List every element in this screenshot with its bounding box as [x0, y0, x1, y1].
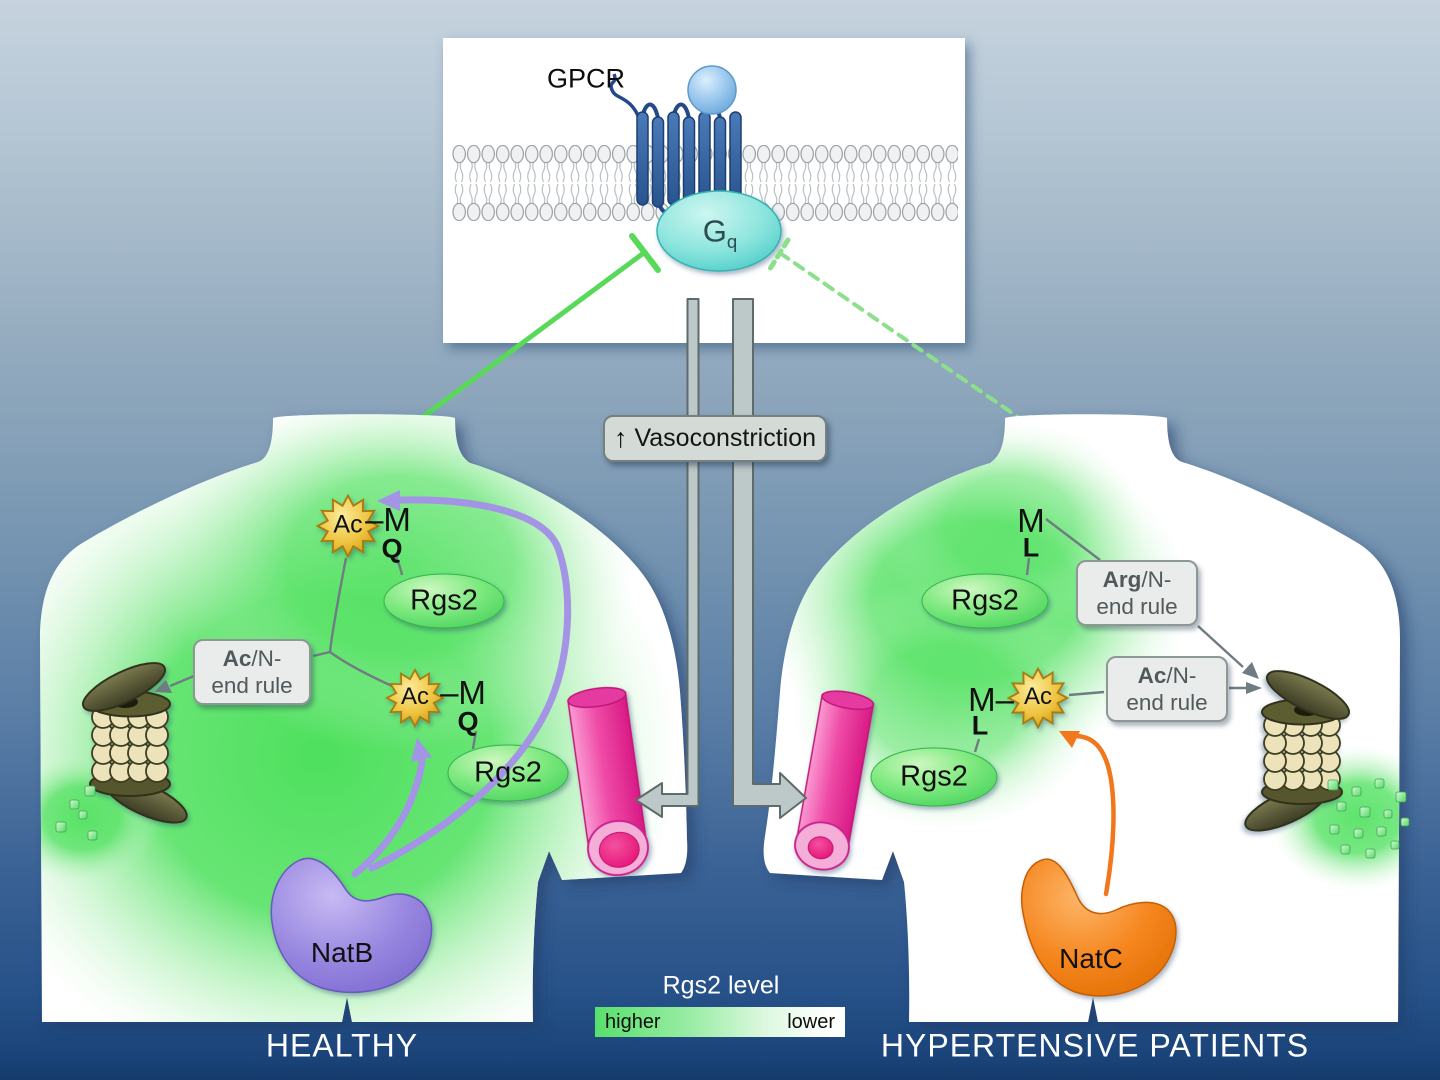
ac-n-end-rule-box: Ac/N- end rule: [193, 639, 311, 705]
membrane-panel: [443, 38, 965, 343]
natc-enzyme: [1021, 858, 1177, 997]
gq-protein: [656, 190, 782, 272]
legend-higher: higher: [605, 1010, 661, 1033]
natc-acetylation-arrow: [1059, 731, 1116, 897]
vasoconstriction-text: Vasoconstriction: [634, 424, 817, 452]
rgs2-molecules: [383, 573, 1049, 807]
rule-rest: /N-: [1166, 662, 1197, 688]
rgs2-label: Rgs2: [474, 756, 542, 789]
acetyl-label: Ac: [333, 510, 363, 539]
rule-bold: Ac: [1137, 662, 1167, 688]
natc-label: NatC: [1059, 943, 1123, 974]
methionine-label: –M: [365, 501, 411, 538]
acetyl-label: Ac: [1023, 683, 1053, 710]
residue-label: Q: [381, 533, 403, 564]
ligand-ball: [687, 65, 737, 115]
gq-label: Gq: [703, 213, 737, 253]
rule-bold: Ac: [222, 645, 252, 671]
natb-enzyme: [270, 857, 433, 994]
rgs2-label: Rgs2: [951, 584, 1019, 617]
degradation-products-right: [1327, 778, 1410, 859]
pathway-connectors: [169, 518, 1246, 753]
rgs2-level-legend: higher lower: [595, 1007, 845, 1037]
arg-n-end-rule-box: Arg/N- end rule: [1076, 560, 1198, 626]
natb-acetylation-arrows: [351, 490, 572, 878]
residue-label: L: [1022, 532, 1040, 563]
rule-bold: Arg: [1102, 566, 1142, 592]
rgs2-label: Rgs2: [410, 584, 478, 617]
methionine-label: –M: [440, 674, 486, 711]
hypertensive-title: HYPERTENSIVE PATIENTS: [880, 1027, 1310, 1064]
rule-rest: /N-: [1141, 566, 1172, 592]
vasoconstriction-label: ↑ Vasoconstriction: [603, 415, 827, 462]
ac-n-end-rule-box: Ac/N- end rule: [1106, 656, 1228, 722]
residue-label: Q: [457, 706, 479, 737]
healthy-title: HEALTHY: [265, 1027, 419, 1064]
rgs2-label: Rgs2: [900, 760, 968, 793]
gq-main: G: [702, 213, 727, 249]
acetyl-label: Ac: [400, 683, 430, 710]
rule-line1: Ac/N-: [1108, 662, 1226, 689]
rule-line2: end rule: [1096, 594, 1178, 619]
up-arrow-icon: ↑: [613, 423, 628, 453]
rule-line2: end rule: [211, 673, 293, 698]
legend-title: Rgs2 level: [662, 971, 780, 1000]
rule-line1: Arg/N-: [1078, 566, 1196, 593]
methionine-label: M–: [968, 681, 1014, 718]
residue-label: L: [971, 710, 989, 741]
methionine-label: M: [1017, 502, 1045, 539]
dilated-blood-vessel: [567, 686, 649, 877]
constricted-blood-vessel: [794, 690, 875, 871]
degradation-products-left: [55, 785, 98, 841]
natb-label: NatB: [310, 937, 374, 968]
rule-line1: Ac/N-: [195, 645, 309, 672]
rule-line2: end rule: [1126, 690, 1208, 715]
receptor-n-terminus: [609, 73, 642, 121]
connector-arrowheads: [154, 662, 1262, 694]
gq-subscript: q: [726, 230, 738, 252]
rule-rest: /N-: [251, 645, 282, 671]
gpcr-label: GPCR: [546, 63, 626, 94]
legend-lower: lower: [787, 1010, 835, 1033]
